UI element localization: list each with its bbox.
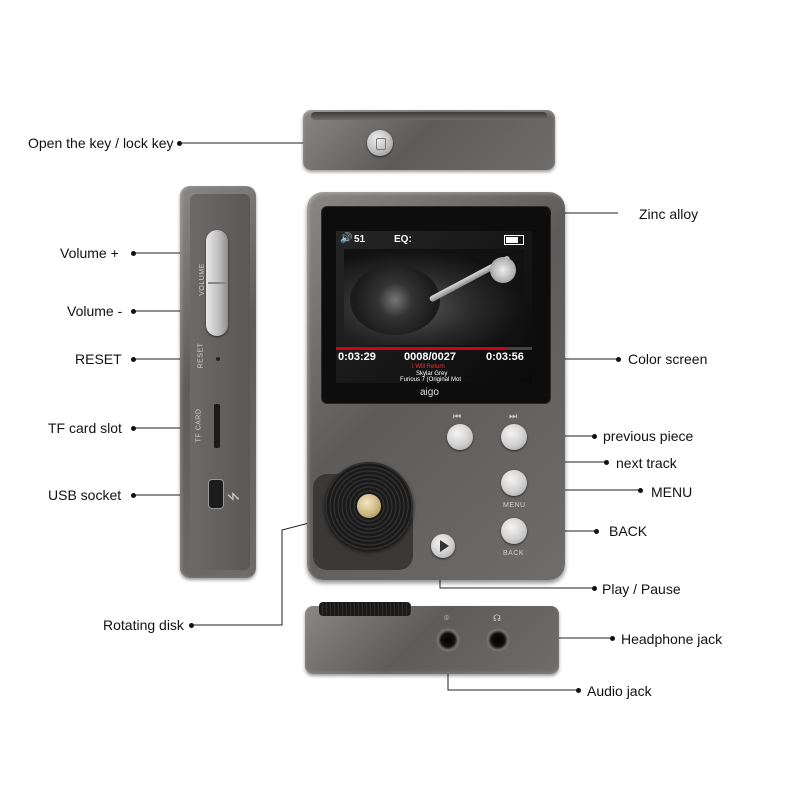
label-volume-plus: Volume + [60,245,119,261]
screen-album: Furious 7 (Original Mot [400,377,462,383]
volume-rocker[interactable] [206,230,228,336]
label-tf-slot: TF card slot [48,420,122,436]
label-color-screen: Color screen [628,351,708,367]
back-text: BACK [503,550,525,557]
dot-rotating-disk [189,623,194,628]
dot-play-pause [592,586,597,591]
screen-elapsed: 0:03:29 [338,351,376,363]
next-icon: ⏭ [509,412,518,422]
menu-text: MENU [503,502,526,509]
screen-volume-value: 51 [354,234,366,245]
headphone-icon: ☊ [493,614,502,624]
dot-reset [131,357,136,362]
label-back: BACK [609,523,648,539]
progress-bar [336,347,532,350]
dot-lock-key [177,141,182,146]
lock-icon [376,138,386,150]
lock-key-button[interactable] [367,130,393,156]
label-zinc-alloy: Zinc alloy [639,206,699,222]
previous-icon: ⏮ [453,412,462,422]
dot-previous-piece [592,434,597,439]
play-pause-button[interactable] [431,534,455,558]
tf-card-slot[interactable] [214,404,220,448]
dot-volume-minus [131,309,136,314]
audio-jack[interactable] [436,628,460,652]
tf-card-side-text: TF CARD [195,408,203,443]
screen-eq: EQ: [394,234,412,245]
screen-song: I Will Return [412,364,445,370]
device-bottom-view: ⌾ ☊ [305,602,559,674]
label-previous-piece: previous piece [603,428,694,444]
screen-volume-icon: 🔊 [340,233,353,244]
dot-tf-slot [131,426,136,431]
previous-button[interactable] [447,424,473,450]
volume-side-text: VOLUME [198,263,206,296]
label-play-pause: Play / Pause [602,581,681,597]
dot-volume-plus [131,251,136,256]
label-rotating-disk: Rotating disk [103,617,184,633]
disk-center-cap [357,494,381,518]
dot-usb [131,493,136,498]
dot-zinc-alloy [546,211,551,216]
turntable-art [344,249,524,345]
label-reset: RESET [75,351,122,367]
audio-out-icon: ⌾ [444,614,450,624]
brand-logo: aigo [420,387,439,398]
label-audio-jack: Audio jack [587,683,652,699]
screen-track-count: 0008/0027 [404,351,456,363]
device-top-edge [311,112,547,120]
reset-side-text: RESET [197,342,205,369]
device-top-view [303,110,555,170]
volume-rocker-divider [208,282,226,284]
battery-icon [504,235,524,245]
screen-bezel: 🔊 51 EQ: 0:03:29 0008/0027 0:03:56 I Wil… [321,206,551,404]
label-menu: MENU [651,484,693,500]
screen-total: 0:03:56 [486,351,524,363]
dot-audio-jack [576,688,581,693]
rotating-disk[interactable] [325,462,413,550]
device-front-view: 🔊 51 EQ: 0:03:29 0008/0027 0:03:56 I Wil… [307,192,565,580]
usb-icon: ⭍ [226,491,241,502]
vinyl-record [350,265,440,335]
label-next-track: next track [616,455,677,471]
play-icon [440,540,449,552]
next-button[interactable] [501,424,527,450]
label-headphone-jack: Headphone jack [621,631,723,647]
dot-menu [638,488,643,493]
label-volume-minus: Volume - [67,303,123,319]
label-usb: USB socket [48,487,122,503]
back-button[interactable] [501,518,527,544]
dot-headphone-jack [610,636,615,641]
device-side-view: VOLUME RESET TF CARD ⭍ [180,186,256,578]
usb-socket[interactable] [208,479,224,509]
screen-artist: Skylar Grey [416,371,448,377]
dot-color-screen [616,357,621,362]
menu-button[interactable] [501,470,527,496]
color-screen: 🔊 51 EQ: 0:03:29 0008/0027 0:03:56 I Wil… [336,231,532,383]
reset-pinhole[interactable] [216,357,220,361]
bottom-disk-edge [319,602,411,616]
headphone-jack[interactable] [486,628,510,652]
dot-back [594,529,599,534]
dot-next-track [604,460,609,465]
tonearm-base [490,257,516,283]
label-lock-key: Open the key / lock key [28,135,174,151]
